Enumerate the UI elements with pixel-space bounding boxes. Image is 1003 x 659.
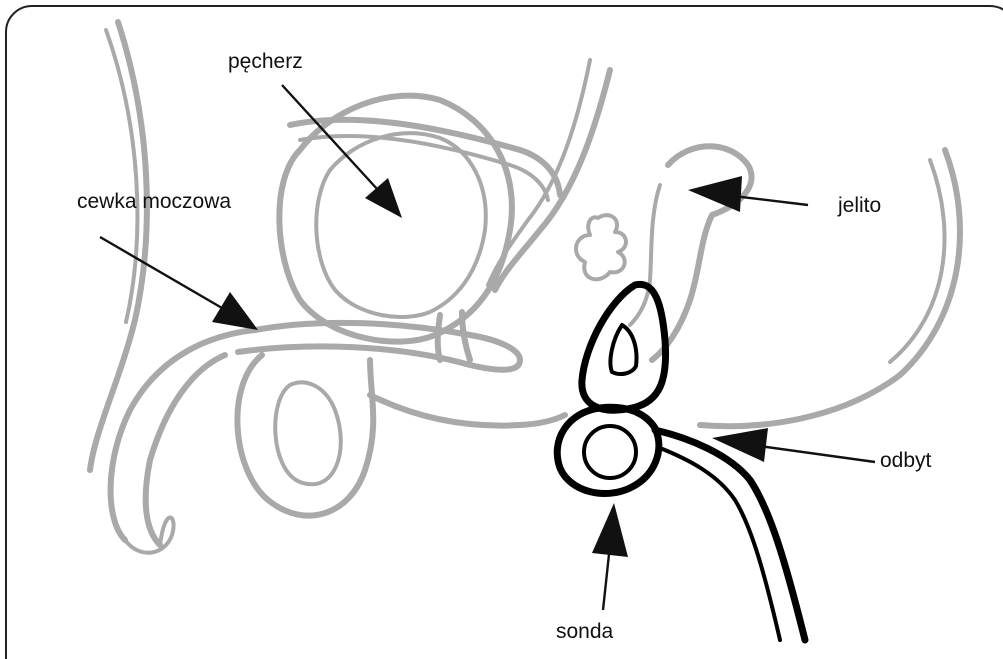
probe-head [582, 284, 666, 410]
label-bladder: pęcherz [228, 50, 303, 73]
perineum-line [370, 395, 565, 426]
probe-ring [557, 407, 659, 493]
callout-arrows [100, 85, 875, 610]
probe-window [610, 325, 636, 374]
label-probe: sonda [556, 620, 614, 643]
probe-cable [655, 430, 805, 640]
seminal-vesicle [576, 215, 626, 279]
testis-outline [275, 382, 341, 484]
penis-upper [111, 330, 255, 540]
label-urethra: cewka moczowa [77, 190, 231, 213]
anatomy-drawing [90, 22, 960, 553]
arrow-anus-line [752, 445, 875, 462]
arrow-urethra-line [100, 237, 222, 308]
urethra-lower [238, 346, 520, 369]
arrow-probe-head [592, 503, 628, 557]
probe-cable-inner [660, 448, 780, 640]
probe-ring-inner [584, 426, 636, 478]
label-intestine: jelito [837, 194, 881, 217]
arrow-intestine-head [688, 176, 742, 212]
label-anus: odbyt [880, 449, 932, 472]
bladder-neck [438, 312, 470, 360]
bladder-inner [316, 133, 485, 317]
diagram-frame [6, 6, 1003, 659]
penis-lower [146, 355, 225, 545]
bladder-back-wall [290, 120, 560, 195]
arrow-urethra-head [212, 292, 258, 330]
arrow-bladder-head [365, 178, 402, 218]
scrotum-outline [237, 355, 373, 516]
probe-drawing [557, 284, 805, 640]
